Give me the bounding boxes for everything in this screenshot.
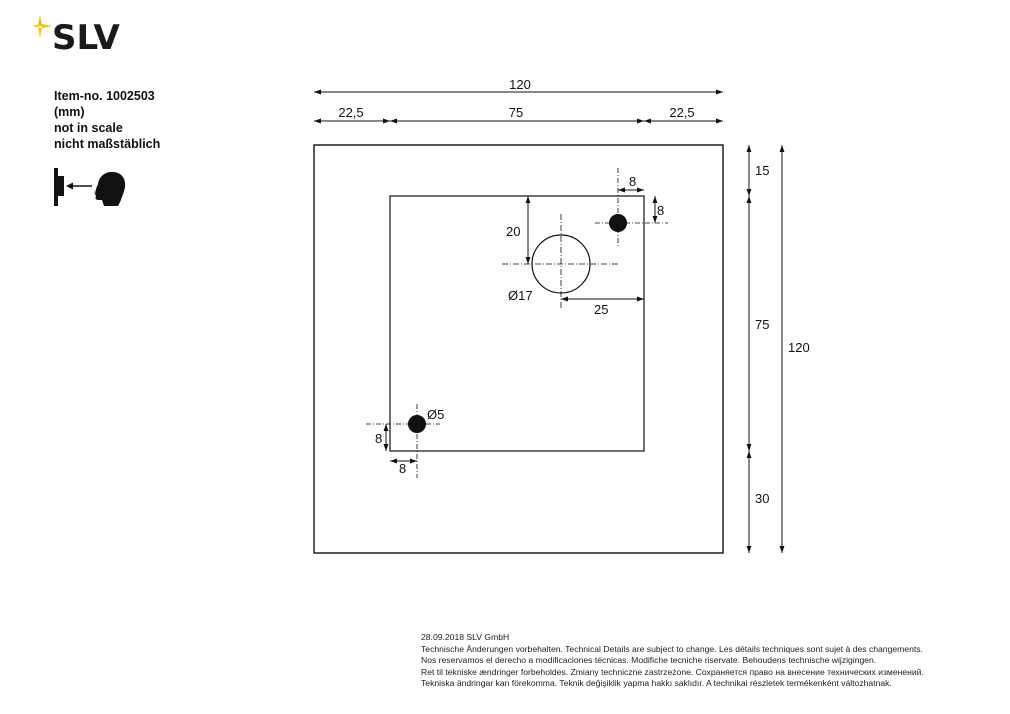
footer-date-company: 28.09.2018 SLV GmbH bbox=[421, 632, 510, 642]
dim-screw-diameter-label: Ø5 bbox=[427, 407, 444, 422]
scale-note-de: nicht maßstäblich bbox=[54, 137, 161, 151]
inner-square bbox=[389, 195, 645, 452]
dim-inner-height-label: 75 bbox=[755, 317, 769, 332]
dim-top-margin-label: 15 bbox=[755, 163, 769, 178]
footer-disclaimer: 28.09.2018 SLV GmbH Technische Änderunge… bbox=[421, 632, 924, 690]
dim-left-margin-label: 22,5 bbox=[338, 105, 363, 120]
outer-plate bbox=[313, 144, 724, 554]
dim-screw-top-x-label: 8 bbox=[629, 174, 636, 189]
dim-hole-diameter-label: Ø17 bbox=[508, 288, 533, 303]
footer-disclaimer-line: Nos reservamos el derecho a modificacion… bbox=[421, 655, 877, 665]
dim-total-width-label: 120 bbox=[509, 77, 531, 92]
slv-logo: SLV bbox=[30, 14, 140, 64]
footer-disclaimer-line: Technische Änderungen vorbehalten. Techn… bbox=[421, 643, 923, 654]
arrow-left-icon bbox=[66, 182, 92, 190]
dim-right-margin-label: 22,5 bbox=[669, 105, 694, 120]
dim-hole-side-offset-label: 25 bbox=[594, 302, 608, 317]
item-info: Item-no. 1002503 (mm) not in scale nicht… bbox=[54, 88, 160, 152]
plus-logo-icon bbox=[32, 14, 52, 38]
dim-total-height-label: 120 bbox=[788, 340, 810, 355]
dim-screw-top-y-label: 8 bbox=[657, 203, 664, 218]
dim-screw-bottom-x-label: 8 bbox=[399, 461, 406, 476]
scale-note-en: not in scale bbox=[54, 121, 123, 135]
footer-disclaimer-line: Ret til tekniske ændringer forbeholdes. … bbox=[421, 666, 924, 677]
unit-label: (mm) bbox=[54, 105, 85, 119]
brand-name: SLV bbox=[52, 18, 120, 58]
dim-bottom-margin-label: 30 bbox=[755, 491, 769, 506]
dim-screw-bottom-y-label: 8 bbox=[375, 431, 382, 446]
dim-inner-width-label: 75 bbox=[509, 105, 523, 120]
dim-hole-top-offset-label: 20 bbox=[506, 224, 520, 239]
wall-viewer-icon bbox=[54, 168, 126, 206]
item-number: Item-no. 1002503 bbox=[54, 89, 155, 103]
footer-disclaimer-line: Tekniska ändringar kan förekomma. Teknik… bbox=[421, 678, 892, 688]
